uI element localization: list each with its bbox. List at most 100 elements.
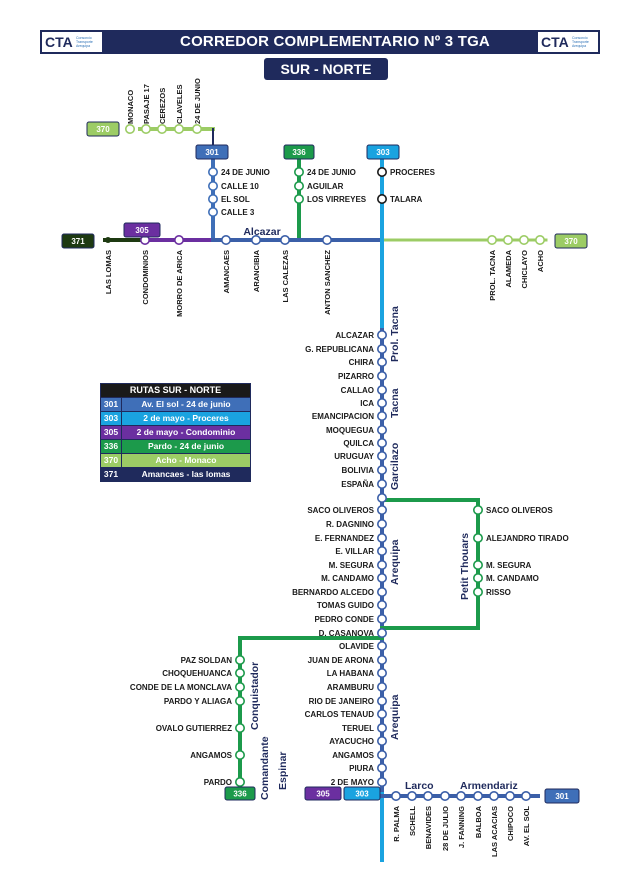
route-badge <box>366 144 400 160</box>
stop-label: BERNARDO ALCEDO <box>292 588 374 597</box>
stop-label: RISSO <box>486 588 511 597</box>
legend-route-name: Pardo - 24 de junio <box>147 441 225 451</box>
stop-label: E. VILLAR <box>335 547 374 556</box>
route-badge-code: 336 <box>233 790 247 799</box>
stop-marker <box>376 545 387 556</box>
stop-label: BENAVIDES <box>424 806 433 849</box>
stop-marker <box>376 599 387 610</box>
route-badge-code: 301 <box>205 148 219 157</box>
street-label: Conquistador <box>249 662 261 730</box>
stop-marker <box>235 695 246 706</box>
stop-marker <box>486 235 497 246</box>
stop-marker <box>251 235 262 246</box>
stop-label: PROL. TACNA <box>488 249 497 300</box>
stop-marker <box>376 708 387 719</box>
stop-label: CALLE 10 <box>221 182 259 191</box>
stop-label: 24 DE JUNIO <box>193 78 202 124</box>
stop-marker <box>235 749 246 760</box>
street-label: Comandante <box>259 736 271 800</box>
stop-label: LOS VIRREYES <box>307 195 367 204</box>
route-badge-code: 336 <box>292 148 306 157</box>
stop-label: 24 DE JUNIO <box>307 168 356 177</box>
street-label: Armendariz <box>460 780 518 792</box>
stop-label: BOLIVIA <box>342 466 375 475</box>
stop-marker <box>376 654 387 665</box>
legend-route-code: 371 <box>101 468 122 481</box>
stop-label: R. DAGNINO <box>326 520 374 529</box>
stop-marker <box>439 790 450 801</box>
stop-marker <box>376 613 387 624</box>
stop-marker <box>221 235 232 246</box>
stop-label: CLAVELES <box>175 85 184 124</box>
stop-marker <box>455 790 466 801</box>
route-badge-code: 371 <box>71 237 85 246</box>
stop-label: TERUEL <box>342 724 374 733</box>
stop-marker <box>502 235 513 246</box>
stop-label: CHICLAYO <box>520 250 529 289</box>
stop-marker <box>141 124 152 135</box>
stop-marker <box>376 437 387 448</box>
logo-subtext: Consorcio Transporte Arequipa <box>572 36 589 48</box>
stop-marker <box>376 370 387 381</box>
stop-label: OLAVIDE <box>339 642 375 651</box>
stop-label: CARLOS TENAUD <box>305 710 375 719</box>
stop-marker <box>376 492 387 503</box>
stop-label: ALAMEDA <box>504 249 513 287</box>
stop-label: ESPAÑA <box>341 480 374 489</box>
stop-label: CONDOMINIOS <box>141 250 150 305</box>
stop-marker <box>376 776 387 787</box>
stop-label: CALLE 3 <box>221 208 255 217</box>
stop-label: SACO OLIVEROS <box>307 506 374 515</box>
stop-label: E. FERNANDEZ <box>315 534 374 543</box>
stop-marker <box>376 735 387 746</box>
stop-label: ARANCIBIA <box>252 249 261 292</box>
cta-logo-right: CTA Consorcio Transporte Arequipa <box>537 31 599 53</box>
stop-label: M. CANDAMO <box>486 574 539 583</box>
stop-marker <box>472 572 483 583</box>
stop-label: AV. EL SOL <box>522 806 531 847</box>
stop-marker <box>376 329 387 340</box>
route-badge <box>554 233 588 249</box>
stop-marker <box>376 464 387 475</box>
stop-label: PIURA <box>349 764 374 773</box>
legend-route-code: 301 <box>101 398 122 411</box>
stop-marker <box>376 667 387 678</box>
stop-marker <box>376 586 387 597</box>
route-badge-code: 303 <box>355 790 369 799</box>
route-badge-code: 301 <box>555 792 569 801</box>
stop-label: AMANCAES <box>222 250 231 293</box>
logo-subtext: Consorcio Transporte Arequipa <box>76 36 93 48</box>
logo-text: CTA <box>45 34 73 50</box>
legend-route-code: 305 <box>101 426 122 439</box>
stop-marker <box>472 559 483 570</box>
stop-marker <box>376 532 387 543</box>
stop-marker <box>208 181 219 192</box>
stop-label: JUAN DE ARONA <box>308 656 375 665</box>
stop-marker <box>105 237 111 243</box>
stop-marker <box>192 124 203 135</box>
street-label: Prol. Tacna <box>389 306 401 362</box>
stop-marker <box>376 356 387 367</box>
stop-marker <box>376 504 387 515</box>
stop-label: LAS LOMAS <box>104 250 113 294</box>
stop-label: CHOQUEHUANCA <box>162 669 232 678</box>
street-label: Arequipa <box>389 694 401 740</box>
stop-marker <box>376 478 387 489</box>
route-badge <box>304 786 342 801</box>
route-badge <box>343 786 381 801</box>
stop-marker <box>235 722 246 733</box>
legend-route-name: Amancaes - las lomas <box>141 469 231 479</box>
stop-label: PEDRO CONDE <box>314 615 374 624</box>
route-badge <box>283 144 315 160</box>
header-bar: CTA Consorcio Transporte Arequipa CORRED… <box>40 30 600 54</box>
stop-marker <box>293 167 304 178</box>
stop-marker <box>376 695 387 706</box>
stop-label: M. SEGURA <box>486 561 532 570</box>
stop-marker <box>376 640 387 651</box>
stop-marker <box>534 235 545 246</box>
route-badge <box>86 121 120 137</box>
stop-marker <box>518 235 529 246</box>
stop-marker <box>472 790 483 801</box>
legend-route-name: Av. El sol - 24 de junio <box>141 399 231 409</box>
